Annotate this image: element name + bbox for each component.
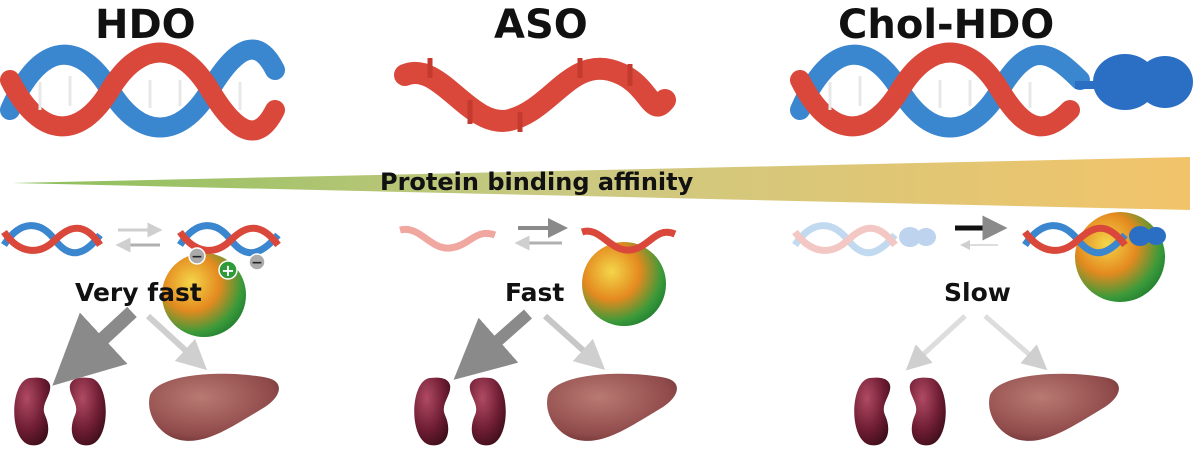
aso-equilibrium-arrows [514, 218, 568, 251]
chol-hdo-protein-sphere [1075, 212, 1165, 302]
aso-liver-icon [547, 373, 677, 441]
chol-hdo-bound-duplex-icon [1022, 222, 1166, 257]
hdo-kidney-arrow [52, 306, 137, 386]
hdo-liver-icon [149, 373, 279, 441]
minus-charge-icon-1: − [188, 247, 206, 265]
svg-text:−: − [191, 249, 203, 265]
chol-hdo-kidney-arrow [905, 314, 967, 371]
hdo-kidneys-icon [14, 377, 106, 446]
hdo-title: HDO [95, 2, 196, 48]
svg-text:+: + [221, 261, 234, 280]
plus-charge-icon: + [218, 260, 238, 280]
minus-charge-icon-2: − [248, 253, 266, 271]
hdo-liver-arrow [145, 313, 208, 371]
chol-hdo-equilibrium-arrows [955, 215, 1008, 250]
slow-label: Slow [944, 278, 1011, 307]
aso-kidney-arrow [453, 309, 532, 380]
aso-bound-strand-icon [580, 227, 677, 254]
chol-hdo-liver-arrow [983, 314, 1048, 371]
fast-label: Fast [505, 278, 565, 307]
chol-hdo-kidneys-icon [854, 377, 946, 446]
aso-liver-arrow [542, 313, 606, 371]
svg-text:−: − [251, 255, 263, 271]
aso-protein-sphere [582, 242, 666, 326]
protein-binding-gradient [12, 157, 1190, 210]
protein-binding-affinity-label: Protein binding affinity [380, 168, 694, 196]
chol-hdo-liver-icon [989, 373, 1119, 441]
chol-hdo-free-duplex-icon [792, 222, 936, 257]
hdo-duplex-icon [0, 39, 285, 141]
chol-hdo-title: Chol-HDO [838, 2, 1055, 48]
aso-single-strand-icon [394, 57, 676, 132]
very-fast-label: Very fast [75, 278, 202, 307]
aso-title: ASO [494, 2, 588, 48]
hdo-free-duplex-icon [1, 222, 103, 257]
hdo-equilibrium-arrows [115, 222, 163, 253]
chol-hdo-duplex-icon [790, 42, 1193, 138]
aso-kidneys-icon [414, 377, 506, 446]
aso-free-strand-icon [399, 225, 497, 252]
hdo-bound-duplex-icon [177, 222, 281, 257]
